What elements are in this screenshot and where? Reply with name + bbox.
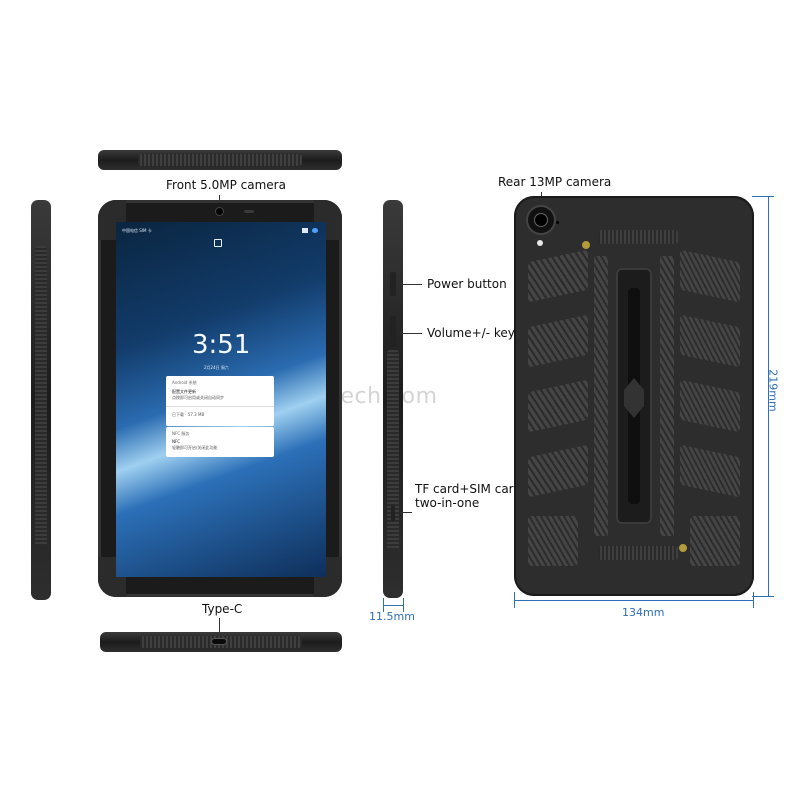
status-icons <box>302 228 320 233</box>
type-c-port <box>212 639 226 644</box>
hand-strap <box>616 268 652 524</box>
height-value: 219mm <box>766 369 780 412</box>
lock-icon <box>214 239 222 247</box>
front-camera-label: Front 5.0MP camera <box>166 178 286 192</box>
notification-app-name: NFC 服务 <box>172 431 190 436</box>
bottom-edge-view <box>100 632 342 652</box>
tf-sim-leader <box>400 512 412 513</box>
type-c-label: Type-C <box>202 602 243 616</box>
height-tick-bottom <box>752 596 774 597</box>
lockscreen-time: 3:51 <box>192 330 251 360</box>
rear-camera-lens <box>535 214 547 226</box>
notification-download-text: 已下载 · 57.3 MB <box>172 412 205 417</box>
notification-app-name: Android 系统 <box>172 380 197 385</box>
rear-camera-module <box>528 207 554 233</box>
volume-key-label: Volume+/- key <box>427 326 515 340</box>
type-c-leader <box>219 618 220 632</box>
left-side-view <box>31 200 51 600</box>
rear-flash <box>537 240 543 246</box>
rear-mic <box>556 221 559 224</box>
status-bar-text: 中国电信 SIM 卡 <box>122 228 152 233</box>
notification-card-nfc[interactable]: NFC 服务 NFC 轻触即可开启/关闭此功能 <box>166 427 274 457</box>
height-tick-top <box>752 196 774 197</box>
rear-camera-label: Rear 13MP camera <box>498 175 612 189</box>
top-edge-view <box>98 150 342 170</box>
front-speaker-slot <box>244 210 254 213</box>
height-line <box>768 196 769 597</box>
tablet-screen: 中国电信 SIM 卡 3:51 2月24日 周六 Android 系统 配置文件… <box>116 222 326 577</box>
thickness-line <box>383 605 404 606</box>
width-value: 134mm <box>622 606 665 619</box>
power-button-label: Power button <box>427 277 507 291</box>
notification-card-system[interactable]: Android 系统 配置文件更新 点按即可启用或关闭自动同步 已下载 · 57… <box>166 376 274 426</box>
rear-tablet-body <box>514 196 754 596</box>
tf-sim-label-line1: TF card+SIM card <box>415 482 522 496</box>
right-side-view <box>383 200 403 598</box>
tf-sim-slot[interactable] <box>391 505 395 521</box>
tf-sim-label-line2: two-in-one <box>415 496 480 510</box>
power-button[interactable] <box>390 272 396 296</box>
lockscreen-date: 2月24日 周六 <box>204 365 229 370</box>
volume-leader <box>400 333 422 334</box>
notification-title: 配置文件更新 <box>172 389 196 394</box>
width-line <box>514 600 754 601</box>
thickness-value: 11.5mm <box>369 610 415 623</box>
front-camera-lens <box>216 208 223 215</box>
notification-body: 轻触即可开启/关闭此功能 <box>172 445 218 450</box>
notification-body: 点按即可启用或关闭自动同步 <box>172 395 224 400</box>
notification-title: NFC <box>172 439 181 444</box>
volume-key[interactable] <box>390 316 396 348</box>
power-leader <box>400 284 422 285</box>
